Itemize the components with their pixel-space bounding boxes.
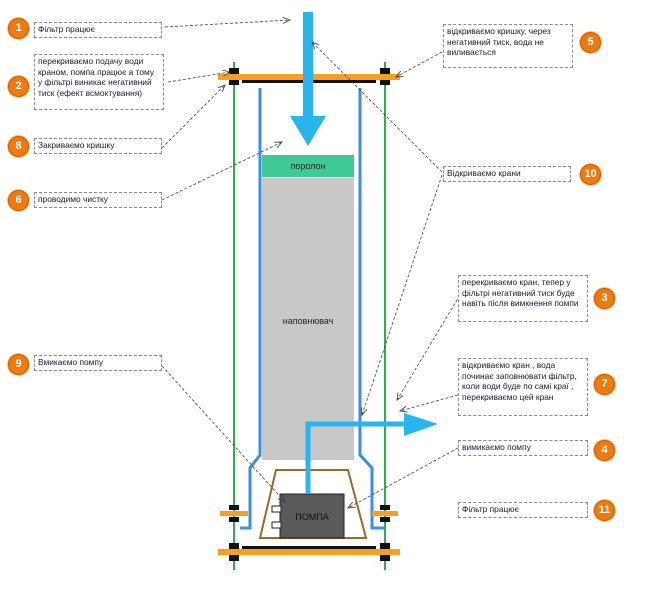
base-nut	[229, 555, 239, 561]
step-note-8: Закриваємо кришку	[34, 138, 162, 154]
step-note-5: відкриваємо кришку, через негативний тис…	[443, 24, 573, 68]
leader-line	[348, 447, 459, 508]
pump-port	[271, 521, 282, 529]
inlet-pipe	[303, 12, 313, 116]
step-badge-6: 6	[8, 190, 29, 211]
step-badge-11: 11	[594, 500, 615, 521]
leader-line	[397, 294, 461, 400]
step-badge-4: 4	[594, 440, 615, 461]
base-plate	[218, 549, 400, 555]
step-note-2: перекриваємо подачу води краном, помпа п…	[34, 54, 164, 110]
pump-port	[271, 505, 282, 513]
step-note-6: проводимо чистку	[34, 192, 162, 208]
leader-line	[164, 20, 290, 28]
filler-label: наповнювач	[283, 316, 334, 326]
step-badge-7: 7	[594, 374, 615, 395]
step-badge-2: 2	[8, 76, 29, 97]
pump-body	[279, 493, 345, 539]
filler-layer	[262, 178, 354, 460]
step-note-4: вимикаємо помпу	[458, 440, 588, 456]
base-nut	[380, 543, 390, 549]
filter-wall-right	[358, 88, 384, 530]
step-badge-3: 3	[594, 288, 615, 309]
bracket-nut	[380, 505, 390, 510]
porolon-layer	[262, 155, 354, 177]
leader-line	[161, 142, 282, 201]
step-note-7: відкриваємо кран , вода починає заповнюв…	[458, 358, 588, 416]
bracket-nut	[229, 505, 239, 510]
leader-line	[167, 72, 230, 83]
lid-nut	[229, 80, 239, 85]
lid-nut	[380, 68, 390, 74]
leader-line	[161, 365, 285, 502]
step-note-1: Фільтр працює	[34, 22, 162, 38]
base-nut	[229, 543, 239, 549]
step-badge-10: 10	[580, 164, 601, 185]
mount-bracket	[220, 511, 248, 516]
leader-line	[362, 174, 443, 415]
pump-label: ПОМПА	[295, 512, 328, 522]
step-note-10: Відкриваємо крани	[443, 166, 571, 182]
bracket-nut	[229, 517, 239, 522]
outlet-arrow	[404, 413, 438, 436]
step-badge-9: 9	[8, 354, 29, 375]
inlet-arrow	[290, 116, 326, 146]
leader-line	[396, 51, 443, 77]
step-badge-5: 5	[580, 32, 601, 53]
outlet-pipe	[305, 421, 407, 494]
leader-line	[400, 394, 459, 411]
step-badge-1: 1	[8, 18, 29, 39]
filter-wall-left	[240, 88, 262, 530]
step-note-9: Вмикаємо помпу	[34, 355, 162, 371]
step-badge-8: 8	[8, 136, 29, 157]
porolon-label: поролон	[290, 161, 325, 171]
base-nut	[380, 555, 390, 561]
leader-line	[161, 85, 225, 149]
lid-nut	[229, 68, 239, 74]
lid-nut	[380, 80, 390, 85]
bracket-nut	[380, 517, 390, 522]
step-note-3: перекриваємо кран, тепер у фільтрі негат…	[458, 275, 588, 322]
leader-line	[312, 42, 443, 173]
base-seal	[242, 546, 376, 549]
pump-stand	[258, 469, 368, 539]
mount-bracket	[372, 511, 398, 516]
step-note-11: Фільтр працює	[458, 502, 588, 518]
